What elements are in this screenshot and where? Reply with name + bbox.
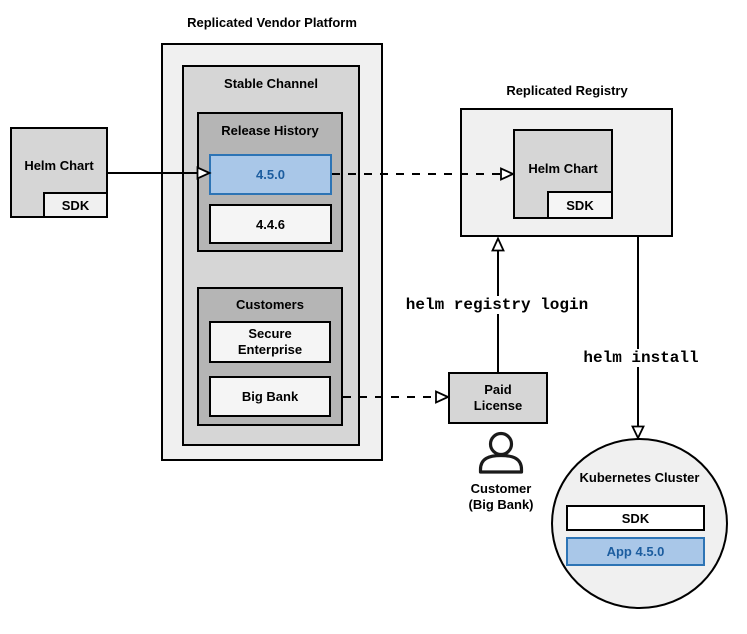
source-sdk-box: SDK xyxy=(43,192,108,218)
paid-license-box: Paid License xyxy=(448,372,548,424)
cluster-app-box: App 4.5.0 xyxy=(566,537,705,566)
release-history-title: Release History xyxy=(221,123,319,138)
registry-title: Replicated Registry xyxy=(506,83,628,98)
arrow-registry-to-cluster xyxy=(631,237,645,441)
paid-license-label: Paid License xyxy=(473,382,523,413)
customer-person-icon xyxy=(478,431,524,474)
customer-big-bank-label: Big Bank xyxy=(241,389,299,404)
customer-caption-line2: (Big Bank) xyxy=(468,497,534,512)
customers-title: Customers xyxy=(236,297,304,312)
cluster-sdk-box: SDK xyxy=(566,505,705,531)
customer-secure-enterprise-label: Secure Enterprise xyxy=(237,326,303,357)
customer-caption-line1: Customer xyxy=(470,481,532,496)
cluster-app-label: App 4.5.0 xyxy=(606,544,665,559)
source-sdk-label: SDK xyxy=(61,197,90,213)
customer-big-bank-box: Big Bank xyxy=(209,376,331,417)
registry-sdk-label: SDK xyxy=(566,197,594,213)
customer-caption: Customer (Big Bank) xyxy=(469,481,534,513)
source-helm-chart-box: Helm Chart SDK xyxy=(10,127,108,218)
release-4-4-6-label: 4.4.6 xyxy=(256,216,285,232)
source-helm-chart-label: Helm Chart xyxy=(24,158,94,173)
kubernetes-cluster-title: Kubernetes Cluster xyxy=(579,470,700,485)
registry-helm-chart-label: Helm Chart xyxy=(528,160,598,176)
customer-secure-enterprise-box: Secure Enterprise xyxy=(209,321,331,363)
stable-channel-title: Stable Channel xyxy=(224,76,318,91)
registry-sdk-box: SDK xyxy=(547,191,613,219)
release-4-5-0-box: 4.5.0 xyxy=(209,154,332,195)
release-4-5-0-label: 4.5.0 xyxy=(256,167,285,182)
platform-title: Replicated Vendor Platform xyxy=(187,15,357,30)
release-4-4-6-box: 4.4.6 xyxy=(209,204,332,244)
registry-helm-chart-box: Helm Chart SDK xyxy=(513,129,613,219)
helm-registry-login-command: helm registry login xyxy=(401,296,593,314)
helm-install-command: helm install xyxy=(579,349,703,367)
cluster-sdk-label: SDK xyxy=(621,510,650,526)
